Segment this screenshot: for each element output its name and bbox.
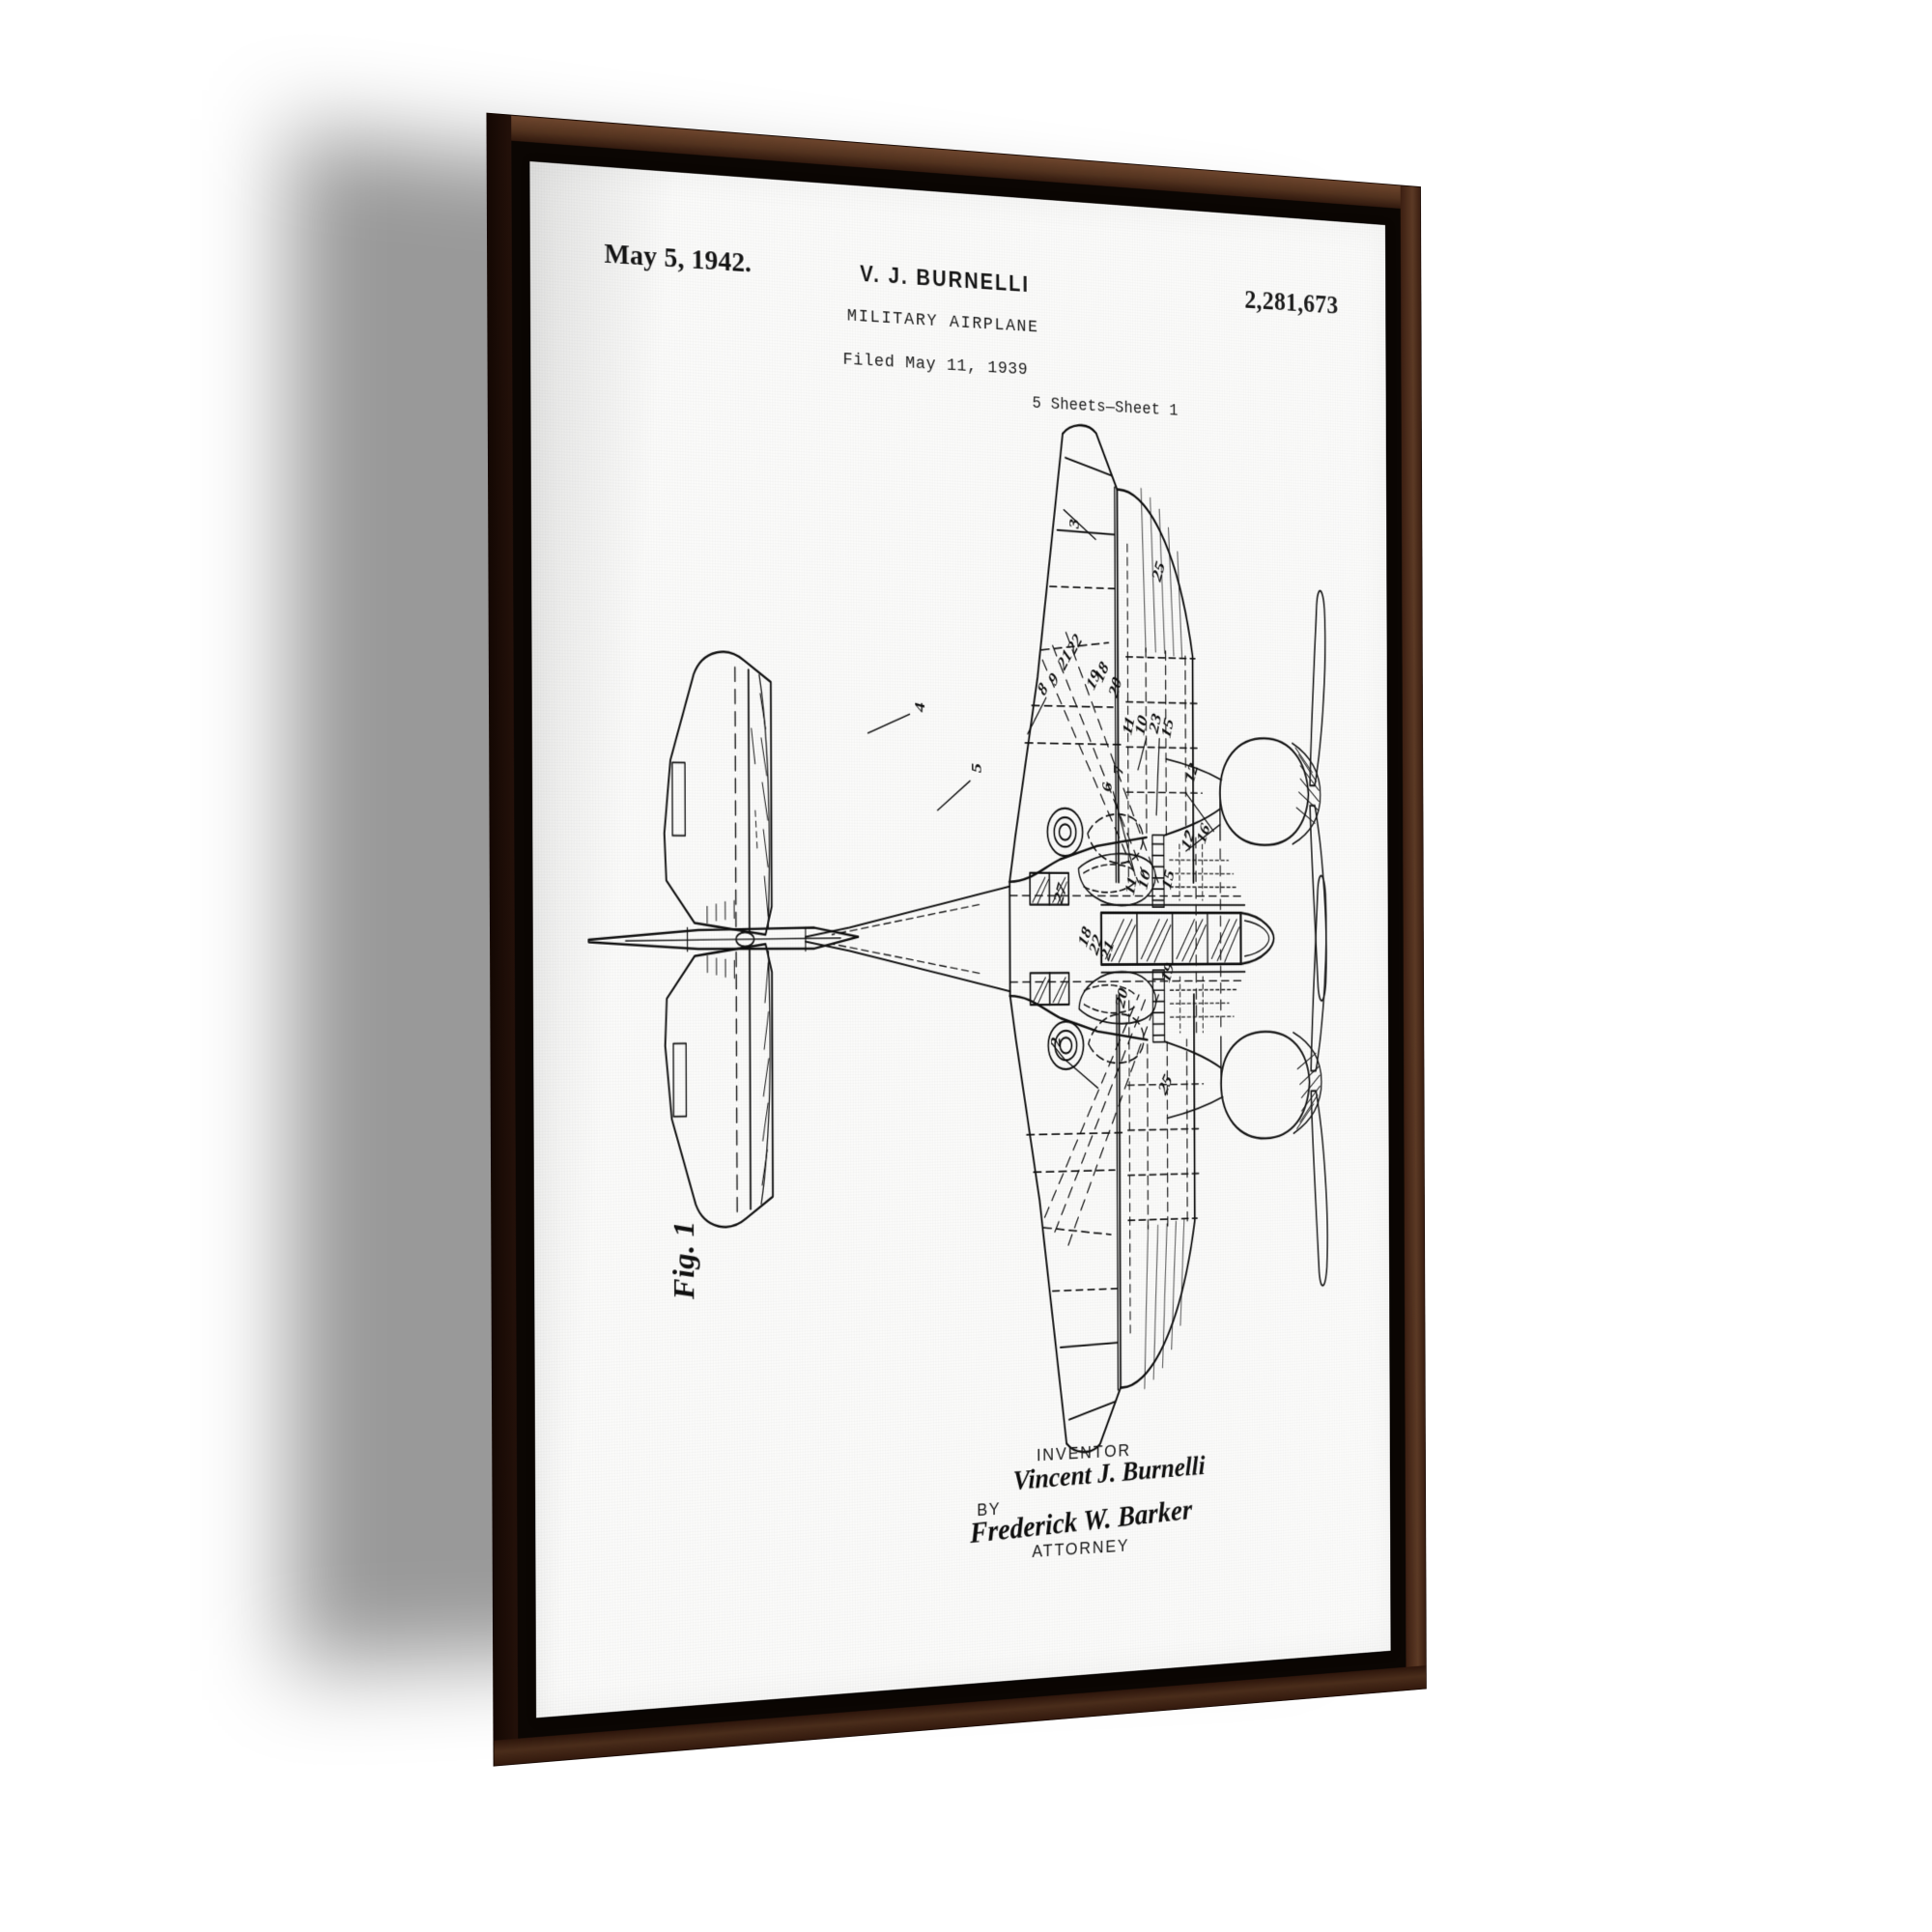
picture-frame: May 5, 1942. V. J. BURNELLI 2,281,673 MI… (487, 113, 1427, 1766)
reference-numeral: 21 (1097, 937, 1118, 964)
reference-numeral: 12 (1182, 760, 1202, 786)
reference-numeral: 15 (1159, 867, 1178, 892)
reference-numeral: 27 (1050, 880, 1070, 908)
airplane-plan-view: 2345678921221918201110231525121216151011… (529, 161, 1390, 1718)
reference-numeral: 12 (1179, 827, 1198, 853)
patent-sheet: May 5, 1942. V. J. BURNELLI 2,281,673 MI… (529, 161, 1390, 1718)
reference-numeral: 2 (1048, 1037, 1064, 1048)
reference-numeral: 16 (1194, 820, 1213, 846)
reference-numeral: 19 (1158, 959, 1178, 984)
reference-numeral: 7 (1111, 764, 1126, 776)
reference-numeral: 20 (1106, 674, 1125, 701)
floater-frame-gap: May 5, 1942. V. J. BURNELLI 2,281,673 MI… (511, 140, 1406, 1739)
reference-numeral: 3 (1067, 518, 1083, 529)
reference-numeral: 10 (1132, 713, 1151, 737)
reference-numeral: 18 (1075, 923, 1095, 950)
reference-numeral: 4 (912, 702, 928, 714)
reference-numeral: 11 (1120, 714, 1138, 737)
reference-numeral: 11 (1122, 874, 1141, 897)
reference-numeral: 20 (1113, 985, 1132, 1010)
reference-numeral: 15 (1158, 716, 1177, 740)
reference-numeral: 10 (1135, 867, 1153, 892)
figure-label: Fig. 1 (668, 1220, 701, 1301)
reference-numeral: 23 (1146, 711, 1164, 736)
reference-numeral: 25 (1150, 558, 1169, 585)
reference-numeral: 9 (1045, 668, 1063, 689)
canvas-print: May 5, 1942. V. J. BURNELLI 2,281,673 MI… (529, 161, 1391, 1719)
reference-numeral: 25 (1155, 1071, 1177, 1099)
reference-numeral: 22 (1086, 931, 1106, 958)
framed-artwork[interactable]: May 5, 1942. V. J. BURNELLI 2,281,673 MI… (487, 113, 1427, 1766)
reference-numeral: 5 (969, 762, 985, 773)
reference-numeral: 6 (1099, 781, 1115, 792)
